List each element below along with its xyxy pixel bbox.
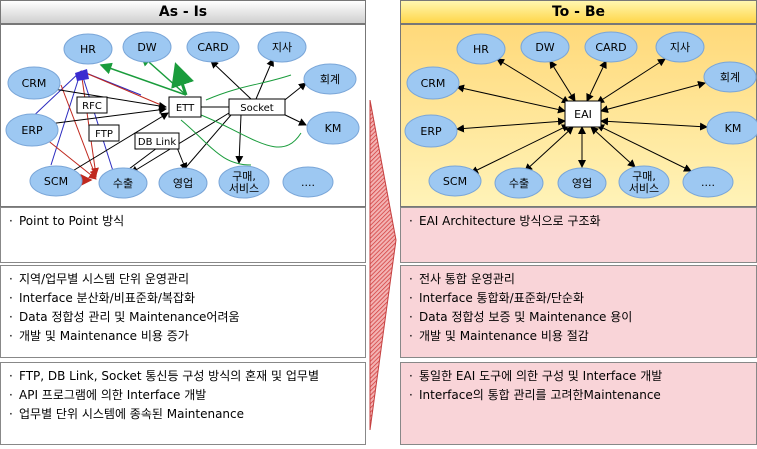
node-purchase [218, 165, 270, 199]
label-card: CARD [197, 41, 228, 54]
label-accounting: 회계 [320, 73, 340, 86]
tobe-label-branch: 지사 [670, 41, 690, 54]
as-is-row-management: 지역/업무별 시스템 단위 운영관리 Interface 분산화/비표준화/복잡… [0, 265, 366, 358]
label-erp: ERP [21, 124, 43, 137]
label-purchase-1: 구매, [232, 170, 256, 183]
to-be-diagram-svg: EAI HR DW CARD 지사 CRM 회계 ERP KM SCM 수출 영… [404, 31, 757, 199]
tobe-label-scm: SCM [443, 175, 467, 188]
tobe-node-dw [520, 31, 570, 63]
node-accounting [303, 63, 357, 95]
to-be-row-development: 통일한 EAI 도구에 의한 구성 및 Interface 개발 Interfa… [400, 362, 757, 445]
tobe-label-purchase-1: 구매, [632, 170, 656, 183]
tobe-label-crm: CRM [421, 77, 446, 90]
label-purchase-2: 서비스 [229, 182, 259, 195]
to-be-header: To - Be [400, 0, 757, 24]
label-dw: DW [137, 41, 156, 54]
label-export: 수출 [113, 177, 133, 190]
label-ftp: FTP [95, 129, 113, 140]
node-branch [257, 31, 307, 63]
to-be-links [456, 58, 708, 174]
to-be-management-item: Data 정합성 보증 및 Maintenance 용이 [409, 308, 748, 327]
tobe-node-accounting [703, 61, 757, 93]
tobe-label-accounting: 회계 [720, 71, 740, 84]
as-is-management-item: Data 정합성 관리 및 Maintenance어려움 [9, 308, 357, 327]
node-export [98, 167, 148, 199]
eai-hub [564, 100, 602, 128]
as-is-management-item: Interface 분산화/비표준화/복잡화 [9, 289, 357, 308]
label-km: KM [325, 122, 342, 135]
as-is-row-approach: Point to Point 방식 [0, 207, 366, 263]
tobe-label-sales: 영업 [572, 177, 592, 190]
tobe-node-crm [406, 66, 460, 100]
as-is-row-development: FTP, DB Link, Socket 통신등 구성 방식의 혼재 및 업무별… [0, 362, 366, 445]
as-is-development-item: FTP, DB Link, Socket 통신등 구성 방식의 혼재 및 업무별 [9, 367, 357, 386]
connector-ftp [88, 124, 120, 142]
node-erp [5, 113, 59, 147]
to-be-approach-item: EAI Architecture 방식으로 구조화 [409, 212, 748, 231]
as-is-diagram-svg: HR DW CARD 지사 CRM 회계 ERP KM SCM 수출 영업 구매… [5, 31, 360, 199]
node-hr [63, 33, 113, 65]
tobe-node-purchase [618, 165, 670, 199]
connector-rfc [76, 96, 108, 114]
node-etc [282, 166, 334, 198]
node-card [186, 31, 240, 63]
tobe-label-purchase-2: 서비스 [629, 182, 659, 195]
tobe-node-etc [682, 166, 734, 198]
to-be-row-approach: EAI Architecture 방식으로 구조화 [400, 207, 757, 263]
as-is-links [25, 54, 307, 186]
tobe-node-hr [456, 33, 506, 65]
connector-ett [168, 96, 202, 118]
tobe-node-km [706, 111, 757, 145]
tobe-node-card [584, 31, 638, 63]
label-etc: .... [301, 176, 315, 189]
node-sales [158, 167, 208, 199]
as-is-header: As - Is [0, 0, 366, 24]
transition-arrow [369, 100, 397, 430]
node-dw [122, 31, 172, 63]
to-be-diagram: EAI HR DW CARD 지사 CRM 회계 ERP KM SCM 수출 영… [400, 24, 757, 207]
hr-connector-hub [75, 69, 89, 81]
to-be-management-item: Interface 통합화/표준화/단순화 [409, 289, 748, 308]
label-ett: ETT [176, 103, 195, 114]
tobe-node-sales [557, 167, 607, 199]
as-is-nodes [5, 31, 360, 199]
node-crm [7, 66, 61, 100]
tobe-node-branch [655, 31, 705, 63]
node-km [306, 111, 360, 145]
as-is-management-item: 지역/업무별 시스템 단위 운영관리 [9, 270, 357, 289]
tobe-node-erp [404, 114, 458, 148]
label-crm: CRM [22, 77, 47, 90]
tobe-node-scm [428, 165, 482, 197]
to-be-management-item: 개발 및 Maintenance 비용 절감 [409, 327, 748, 346]
tobe-label-export: 수출 [509, 177, 529, 190]
label-dblink: DB Link [138, 137, 176, 148]
label-hr: HR [80, 43, 96, 56]
node-scm [29, 165, 83, 197]
connector-socket [228, 98, 286, 116]
tobe-label-etc: .... [701, 176, 715, 189]
tobe-label-card: CARD [595, 41, 626, 54]
label-eai: EAI [574, 108, 592, 121]
tobe-label-dw: DW [535, 41, 554, 54]
to-be-management-item: 전사 통합 운영관리 [409, 270, 748, 289]
as-is-approach-item: Point to Point 방식 [9, 212, 357, 231]
to-be-development-item: Interface의 통합 관리를 고려한Maintenance [409, 386, 748, 405]
as-is-management-item: 개발 및 Maintenance 비용 증가 [9, 327, 357, 346]
label-scm: SCM [44, 175, 68, 188]
to-be-development-item: 통일한 EAI 도구에 의한 구성 및 Interface 개발 [409, 367, 748, 386]
as-is-development-item: API 프로그램에 의한 Interface 개발 [9, 386, 357, 405]
tobe-node-export [494, 167, 544, 199]
as-is-diagram: HR DW CARD 지사 CRM 회계 ERP KM SCM 수출 영업 구매… [0, 24, 366, 207]
tobe-label-erp: ERP [420, 125, 442, 138]
label-sales: 영업 [173, 177, 193, 190]
connector-dblink [134, 132, 180, 150]
to-be-row-management: 전사 통합 운영관리 Interface 통합화/표준화/단순화 Data 정합… [400, 265, 757, 358]
label-socket: Socket [240, 103, 274, 114]
as-is-development-item: 업무별 단위 시스템에 종속된 Maintenance [9, 405, 357, 424]
tobe-label-hr: HR [473, 43, 489, 56]
label-rfc: RFC [82, 101, 102, 112]
label-branch: 지사 [272, 41, 292, 54]
tobe-label-km: KM [725, 122, 742, 135]
